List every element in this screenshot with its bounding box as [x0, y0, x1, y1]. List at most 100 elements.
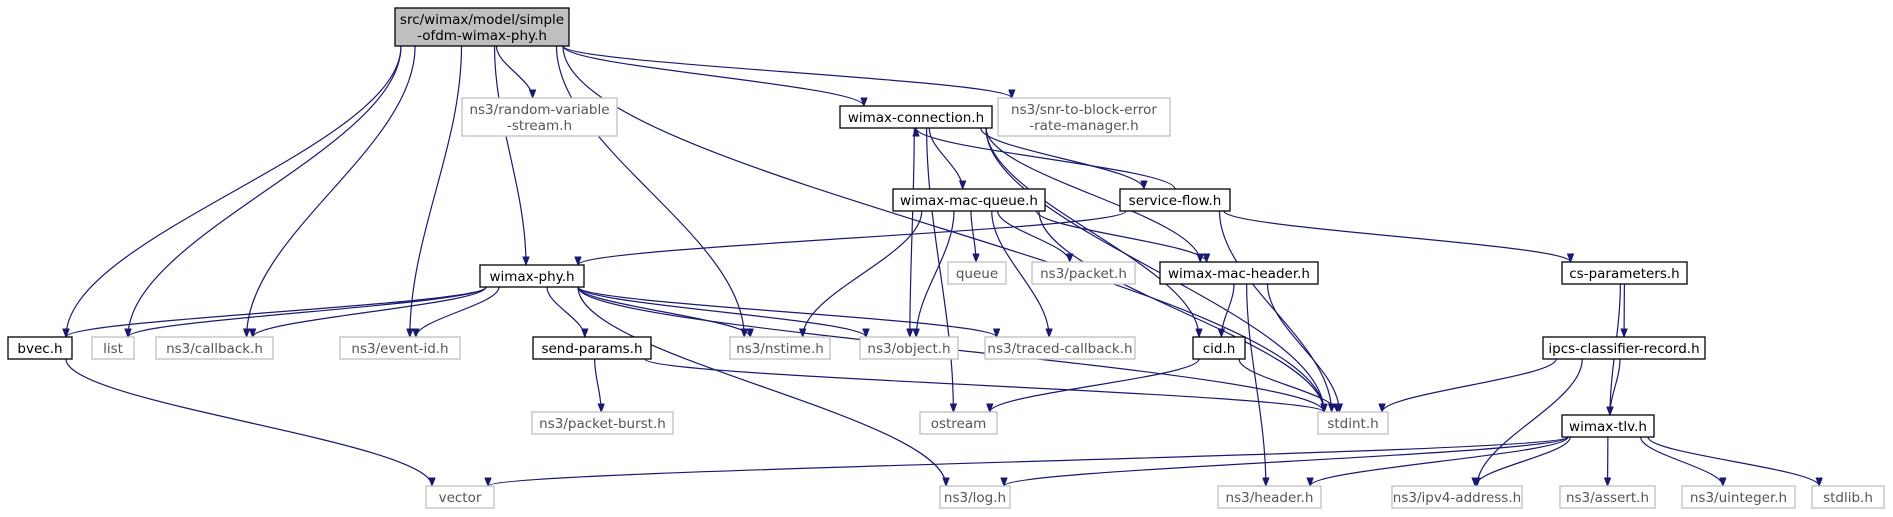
node-box-phy[interactable]: [479, 264, 585, 288]
edge-sendparams-to-stdint: [644, 358, 1324, 412]
edge-sflow-to-csparam: [1223, 210, 1571, 262]
node-box-uinteger: [1681, 485, 1796, 509]
node-box-nstime: [729, 336, 831, 360]
node-log: ns3/log.h: [939, 485, 1011, 509]
node-box-header: [1217, 485, 1322, 509]
edge-phy-to-callback: [253, 286, 487, 338]
node-label-ipcs: ipcs-classifier-record.h: [1548, 341, 1699, 357]
edge-macq-to-packet: [997, 210, 1070, 262]
node-box-random: [461, 97, 618, 137]
node-label-conn: wimax-connection.h: [848, 110, 984, 126]
node-ipv4: ns3/ipv4-address.h: [1391, 485, 1523, 509]
node-label-root: -ofdm-wimax-phy.h: [417, 28, 547, 44]
node-box-conn[interactable]: [839, 105, 993, 129]
node-nstime: ns3/nstime.h: [729, 336, 831, 360]
edge-root-to-list: [128, 45, 402, 337]
edge-phy-to-log: [577, 286, 946, 486]
edge-sflow-to-conn: [916, 128, 1176, 190]
node-box-sendparams[interactable]: [532, 336, 652, 360]
node-csparam[interactable]: cs-parameters.h: [1561, 261, 1688, 285]
node-box-cid[interactable]: [1192, 336, 1246, 360]
node-box-root[interactable]: [394, 7, 570, 47]
node-box-macq[interactable]: [892, 188, 1046, 212]
node-label-random: ns3/random-variable: [469, 102, 609, 118]
node-box-ipcs[interactable]: [1542, 336, 1706, 360]
node-queue: queue: [947, 261, 1007, 285]
node-box-csparam[interactable]: [1561, 261, 1688, 285]
node-sendparams[interactable]: send-params.h: [532, 336, 652, 360]
node-label-ipv4: ns3/ipv4-address.h: [1393, 490, 1521, 506]
node-phy[interactable]: wimax-phy.h: [479, 264, 585, 288]
node-box-machdr[interactable]: [1159, 261, 1319, 285]
edge-macq-to-machdr: [1035, 210, 1207, 262]
edge-ipcs-to-stdint: [1382, 358, 1557, 412]
node-ipcs[interactable]: ipcs-classifier-record.h: [1542, 336, 1706, 360]
node-label-cid: cid.h: [1203, 341, 1236, 357]
node-label-traced: ns3/traced-callback.h: [987, 341, 1132, 357]
node-box-ipv4: [1391, 485, 1523, 509]
node-box-traced: [984, 336, 1136, 360]
edge-tlv-to-log: [1004, 436, 1569, 486]
node-label-machdr: wimax-mac-header.h: [1168, 266, 1310, 282]
node-root[interactable]: src/wimax/model/simple-ofdm-wimax-phy.h: [394, 7, 570, 47]
node-random: ns3/random-variable-stream.h: [461, 97, 618, 137]
node-stdlib: stdlib.h: [1811, 485, 1885, 509]
node-eventid: ns3/event-id.h: [339, 336, 461, 360]
node-label-stdlib: stdlib.h: [1823, 490, 1873, 506]
edge-phy-to-nstime: [577, 286, 750, 337]
node-macq[interactable]: wimax-mac-queue.h: [892, 188, 1046, 212]
edge-sendparams-to-pburst: [594, 358, 602, 412]
node-label-header: ns3/header.h: [1226, 490, 1314, 506]
node-label-snr: ns3/snr-to-block-error: [1011, 102, 1157, 118]
nodes-layer: src/wimax/model/simple-ofdm-wimax-phy.h n…: [7, 7, 1885, 509]
node-vector: vector: [425, 485, 495, 509]
node-label-random: -stream.h: [507, 118, 572, 134]
edge-phy-to-eventid: [416, 286, 500, 337]
node-label-csparam: cs-parameters.h: [1569, 266, 1679, 282]
edge-root-to-nstime: [555, 45, 745, 337]
edge-tlv-to-header: [1310, 436, 1569, 486]
node-conn[interactable]: wimax-connection.h: [839, 105, 993, 129]
node-box-queue: [947, 261, 1007, 285]
node-machdr[interactable]: wimax-mac-header.h: [1159, 261, 1319, 285]
edge-machdr-to-cid: [1221, 283, 1235, 337]
node-bvec[interactable]: bvec.h: [7, 336, 73, 360]
node-label-eventid: ns3/event-id.h: [351, 341, 448, 357]
node-box-object: [859, 336, 959, 360]
node-label-phy: wimax-phy.h: [489, 269, 574, 285]
edge-root-to-bvec: [66, 45, 402, 337]
node-packet: ns3/packet.h: [1031, 261, 1136, 285]
edge-tlv-to-stdlib: [1647, 436, 1819, 486]
edge-phy-to-bvec: [66, 286, 487, 337]
node-box-packet: [1031, 261, 1136, 285]
node-box-callback: [155, 336, 274, 360]
node-tlv[interactable]: wimax-tlv.h: [1561, 414, 1655, 438]
edge-tlv-to-ipv4: [1475, 436, 1571, 486]
node-label-sendparams: send-params.h: [541, 341, 642, 357]
edge-tlv-to-uinteger: [1640, 436, 1723, 486]
node-box-sflow[interactable]: [1119, 188, 1231, 212]
node-box-tlv[interactable]: [1561, 414, 1655, 438]
node-traced: ns3/traced-callback.h: [984, 336, 1136, 360]
node-header: ns3/header.h: [1217, 485, 1322, 509]
node-box-assert: [1559, 485, 1656, 509]
node-uinteger: ns3/uinteger.h: [1681, 485, 1796, 509]
node-cid[interactable]: cid.h: [1192, 336, 1246, 360]
edge-macq-to-stdint: [1038, 210, 1324, 412]
node-label-snr: -rate-manager.h: [1029, 118, 1138, 134]
node-label-tlv: wimax-tlv.h: [1569, 419, 1647, 435]
edge-conn-to-ostream: [926, 127, 954, 412]
node-sflow[interactable]: service-flow.h: [1119, 188, 1231, 212]
node-box-bvec[interactable]: [7, 336, 73, 360]
node-label-object: ns3/object.h: [867, 341, 950, 357]
node-label-callback: ns3/callback.h: [166, 341, 263, 357]
edge-ipcs-to-tlv: [1610, 358, 1621, 415]
node-ostream: ostream: [919, 411, 998, 435]
node-label-list: list: [103, 341, 123, 357]
node-box-snr: [997, 97, 1171, 137]
edge-machdr-to-header: [1246, 283, 1266, 486]
edge-root-to-conn: [562, 45, 864, 106]
edge-conn-to-object: [910, 127, 915, 337]
edge-phy-to-sendparams: [546, 286, 585, 337]
node-label-sflow: service-flow.h: [1129, 193, 1222, 209]
